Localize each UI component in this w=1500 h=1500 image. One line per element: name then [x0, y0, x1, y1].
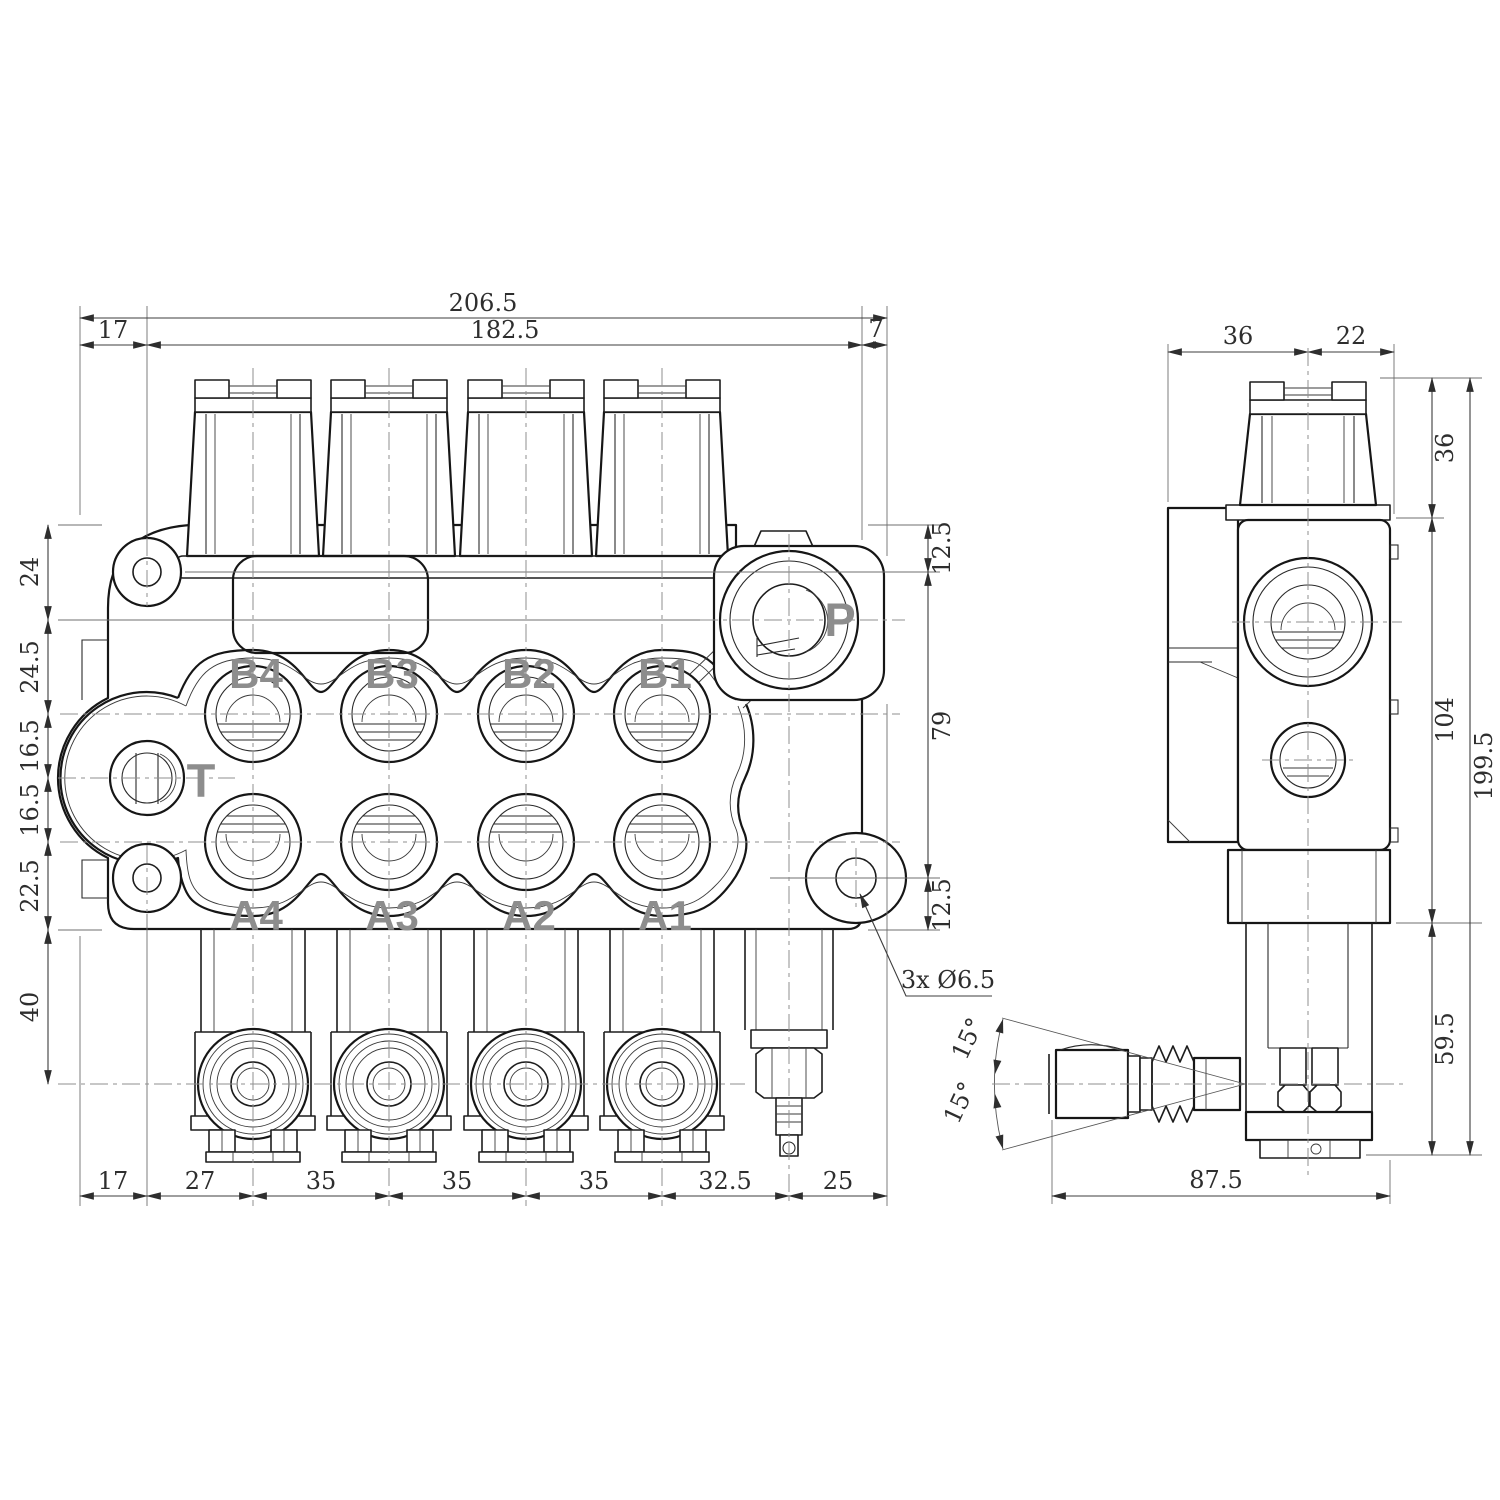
dim-side-199-5: 199.5 — [1470, 732, 1498, 801]
port-labels: B4 B3 B2 B1 A4 A3 A2 A1 T P — [187, 593, 856, 939]
dim-left-40: 40 — [16, 992, 44, 1023]
side-view — [1048, 381, 1399, 1159]
dim-bot-35b: 35 — [442, 1167, 473, 1195]
dim-left-22-5: 22.5 — [16, 859, 44, 912]
hole-leader — [859, 893, 992, 997]
dim-left-24: 24 — [16, 557, 44, 588]
dim-top-182-5: 182.5 — [471, 316, 540, 344]
dim-bot-25: 25 — [823, 1167, 854, 1195]
side-mount-plate — [1166, 506, 1240, 844]
dim-bot-35a: 35 — [306, 1167, 337, 1195]
dim-side-36r: 36 — [1431, 433, 1459, 464]
dim-bot-32-5: 32.5 — [698, 1167, 751, 1195]
dim-overall-width: 206.5 — [449, 289, 518, 317]
dim-right-79: 79 — [928, 711, 956, 742]
mounting-holes — [111, 536, 908, 925]
dim-right-12-5b: 12.5 — [928, 878, 956, 931]
dim-left-24-5: 24.5 — [16, 640, 44, 693]
id-pad — [231, 554, 430, 655]
left-lip-upper — [81, 639, 108, 700]
dimensions-front: 206.5 17 182.5 7 24 24.5 16.5 16.5 22.5 … — [16, 289, 995, 1206]
dim-side-22: 22 — [1336, 322, 1367, 350]
side-lower-assembly — [1244, 923, 1374, 1159]
label-b1: B1 — [638, 650, 692, 697]
dim-side-36top: 36 — [1223, 322, 1254, 350]
dim-bot-17: 17 — [98, 1167, 129, 1195]
side-bottom-flange — [1226, 848, 1392, 925]
label-a1: A1 — [638, 892, 692, 939]
dim-right-12-5a: 12.5 — [928, 521, 956, 574]
dim-bot-35c: 35 — [579, 1167, 610, 1195]
dim-side-104: 104 — [1431, 697, 1459, 743]
dim-side-87-5: 87.5 — [1189, 1166, 1242, 1194]
label-b4: B4 — [229, 650, 283, 697]
label-a3: A3 — [365, 892, 419, 939]
dim-side-59-5: 59.5 — [1431, 1012, 1459, 1065]
label-t: T — [187, 754, 216, 807]
dim-bot-27: 27 — [185, 1167, 216, 1195]
dim-left-16-5b: 16.5 — [16, 783, 44, 836]
label-a2: A2 — [502, 892, 556, 939]
label-b2: B2 — [502, 650, 556, 697]
p-port — [712, 544, 886, 702]
scallop-inner — [64, 657, 746, 909]
left-lip-lower — [81, 859, 108, 899]
dim-left-16-5a: 16.5 — [16, 719, 44, 772]
label-a4: A4 — [229, 892, 283, 939]
label-p: P — [824, 593, 855, 646]
label-b3: B3 — [365, 650, 419, 697]
centerlines — [58, 348, 1404, 1206]
dim-top-17: 17 — [98, 316, 129, 344]
hole-note: 3x Ø6.5 — [901, 966, 995, 994]
dim-top-7: 7 — [868, 315, 883, 343]
